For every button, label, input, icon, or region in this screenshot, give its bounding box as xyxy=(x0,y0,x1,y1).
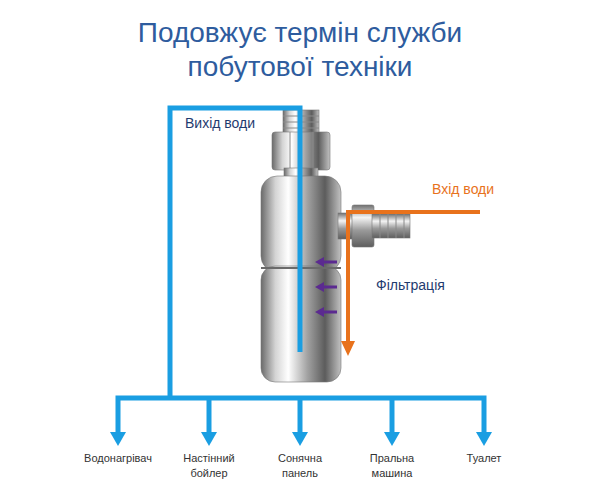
outlet-arrowheads xyxy=(110,432,492,446)
appliance-label: Туалет xyxy=(451,451,517,466)
appliance-label: Настінний бойлер xyxy=(176,451,242,481)
inlet-label: Вхід води xyxy=(432,180,552,198)
title: Подовжує термін служби побутової техніки xyxy=(100,16,500,84)
appliance-label: Сонячна панель xyxy=(267,451,333,481)
filtration-label: Фільтрація xyxy=(376,276,496,294)
filter-housing xyxy=(261,110,410,382)
appliance-label: Водонагрівач xyxy=(72,451,164,466)
outlet-label: Вихід води xyxy=(185,114,285,132)
outlet-flow xyxy=(118,108,484,434)
appliance-label: Пральна машина xyxy=(359,451,425,481)
filtration-arrows xyxy=(315,257,337,317)
